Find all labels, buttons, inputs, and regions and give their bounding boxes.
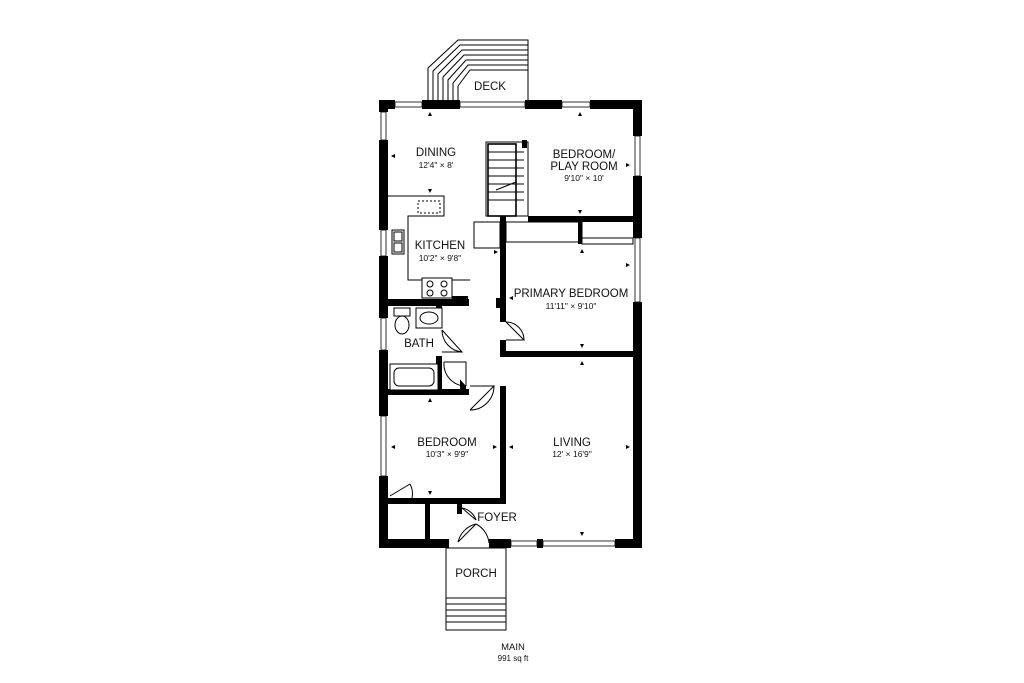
bedroom-play-label-2: PLAY ROOM <box>550 161 617 173</box>
stairs <box>485 140 529 217</box>
porch <box>445 547 507 631</box>
bath-label: BATH <box>404 338 434 350</box>
kitchen-label: KITCHEN <box>415 240 465 252</box>
bedroom-play-size: 9'10" × 10' <box>564 173 604 183</box>
bedroom-label: BEDROOM <box>417 437 476 449</box>
doors <box>389 321 526 544</box>
porch-label: PORCH <box>455 568 497 580</box>
living-size: 12' × 16'9" <box>552 449 592 459</box>
living-label: LIVING <box>553 437 591 449</box>
kitchen-fixtures <box>388 195 501 299</box>
level-label: MAIN <box>501 642 525 653</box>
bedroom-play-label-1: BEDROOM/ <box>553 149 616 161</box>
dimension-markers <box>391 112 630 536</box>
interior-walls <box>379 216 642 548</box>
deck-label: DECK <box>474 81 506 93</box>
kitchen-size: 10'2" × 9'8" <box>419 253 462 263</box>
exterior-walls <box>379 100 642 548</box>
primary-bedroom-label: PRIMARY BEDROOM <box>514 288 629 300</box>
bath-fixtures <box>389 307 443 391</box>
bedroom-size: 10'3" × 9'9" <box>426 449 469 459</box>
deck <box>427 39 529 103</box>
foyer-label: FOYER <box>477 512 517 524</box>
dining-label: DINING <box>416 147 456 159</box>
area-label: 991 sq ft <box>498 654 529 663</box>
dining-size: 12'4" × 8' <box>419 160 454 170</box>
primary-bedroom-size: 11'11" × 9'10" <box>546 301 597 311</box>
